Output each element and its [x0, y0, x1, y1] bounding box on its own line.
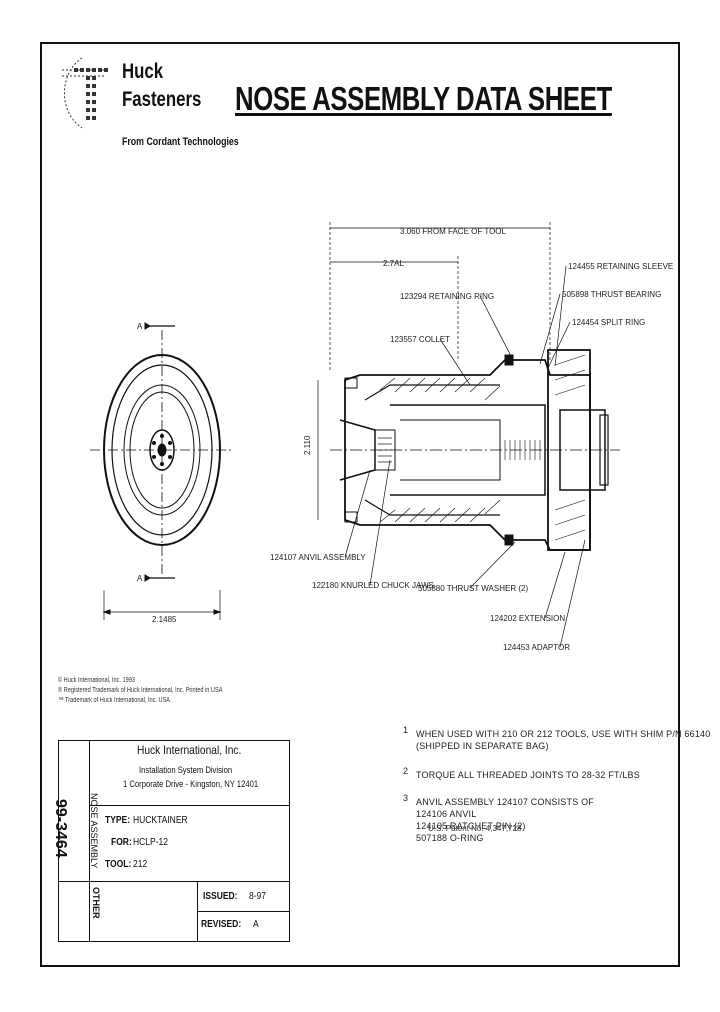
note-3-line4: 507188 O-RING — [416, 833, 484, 843]
tool-value: 212 — [133, 859, 148, 870]
copyright-line3: ™ Trademark of Huck International, Inc. … — [58, 697, 171, 704]
other-label: OTHER — [91, 887, 101, 919]
copyright-line1: © Huck International, Inc. 1993 — [58, 677, 135, 684]
second-dimension: 2.7AL — [383, 259, 404, 268]
sheet-border — [40, 42, 680, 967]
tool-label: TOOL: — [105, 859, 132, 870]
issued-label: ISSUED: — [203, 891, 238, 902]
callout-split-ring: 124454 SPLIT RING — [572, 318, 645, 327]
company-address: 1 Corporate Drive - Kingston, NY 12401 — [123, 779, 259, 789]
page-title: NOSE ASSEMBLY DATA SHEET — [235, 80, 612, 117]
huck-logo-icon — [62, 57, 108, 129]
section-label-bottom: A — [137, 574, 143, 583]
patent-number: U.S. Patent No. 4,347,728 — [428, 824, 522, 833]
type-label: TYPE: — [105, 815, 131, 826]
diameter-dimension: 2.110 — [303, 435, 312, 455]
section-label-top: A — [137, 322, 143, 331]
brand-tagline: From Cordant Technologies — [122, 136, 239, 148]
issued-value: 8-97 — [249, 891, 267, 902]
callout-thrust-washer: 505880 THRUST WASHER (2) — [418, 584, 528, 593]
callout-collet: 123557 COLLET — [390, 335, 450, 344]
end-view — [90, 322, 232, 620]
note-3-line2: 124106 ANVIL — [416, 809, 477, 819]
company-division: Installation System Division — [139, 765, 233, 775]
width-dimension: 2.1485 — [152, 615, 177, 624]
callout-knurled-chuck-jaws: 122180 KNURLED CHUCK JAWS — [312, 581, 434, 590]
callout-extension: 124202 EXTENSION — [490, 614, 565, 623]
note-1-line2: (SHIPPED IN SEPARATE BAG) — [416, 741, 549, 751]
copyright-line2: ® Registered Trademark of Huck Internati… — [58, 687, 223, 694]
for-value: HCLP-12 — [133, 837, 168, 848]
document-category: NOSE ASSEMBLY — [89, 793, 99, 869]
title-block: Huck International, Inc. Installation Sy… — [52, 740, 290, 942]
top-dimension: 3.060 FROM FACE OF TOOL — [400, 227, 507, 236]
callout-adaptor: 124453 ADAPTOR — [503, 643, 570, 652]
type-value: HUCKTAINER — [133, 815, 188, 826]
callout-retaining-sleeve: 124455 RETAINING SLEEVE — [568, 262, 673, 271]
callout-anvil-assembly: 124107 ANVIL ASSEMBLY — [270, 553, 366, 562]
callout-retaining-ring: 123294 RETAINING RING — [400, 292, 494, 301]
document-number: 99-3464 — [52, 799, 69, 858]
cross-section-view — [317, 222, 620, 648]
note-2-number: 2 — [403, 766, 409, 776]
brand-name-line1: Huck — [122, 60, 164, 83]
revised-value: A — [253, 919, 259, 930]
for-label: FOR: — [111, 837, 132, 848]
note-1-number: 1 — [403, 725, 409, 735]
note-3-number: 3 — [403, 793, 409, 803]
company-name: Huck International, Inc. — [137, 743, 242, 757]
revised-label: REVISED: — [201, 919, 242, 930]
note-1-line1: WHEN USED WITH 210 OR 212 TOOLS, USE WIT… — [416, 729, 711, 739]
note-2-line1: TORQUE ALL THREADED JOINTS TO 28-32 FT/L… — [416, 770, 640, 780]
callout-thrust-bearing: 505898 THRUST BEARING — [562, 290, 661, 299]
note-3-line1: ANVIL ASSEMBLY 124107 CONSISTS OF — [416, 797, 595, 807]
brand-name-line2: Fasteners — [122, 88, 202, 111]
note-3-line3: 124105 RATCHET PIN (2) — [416, 821, 526, 831]
